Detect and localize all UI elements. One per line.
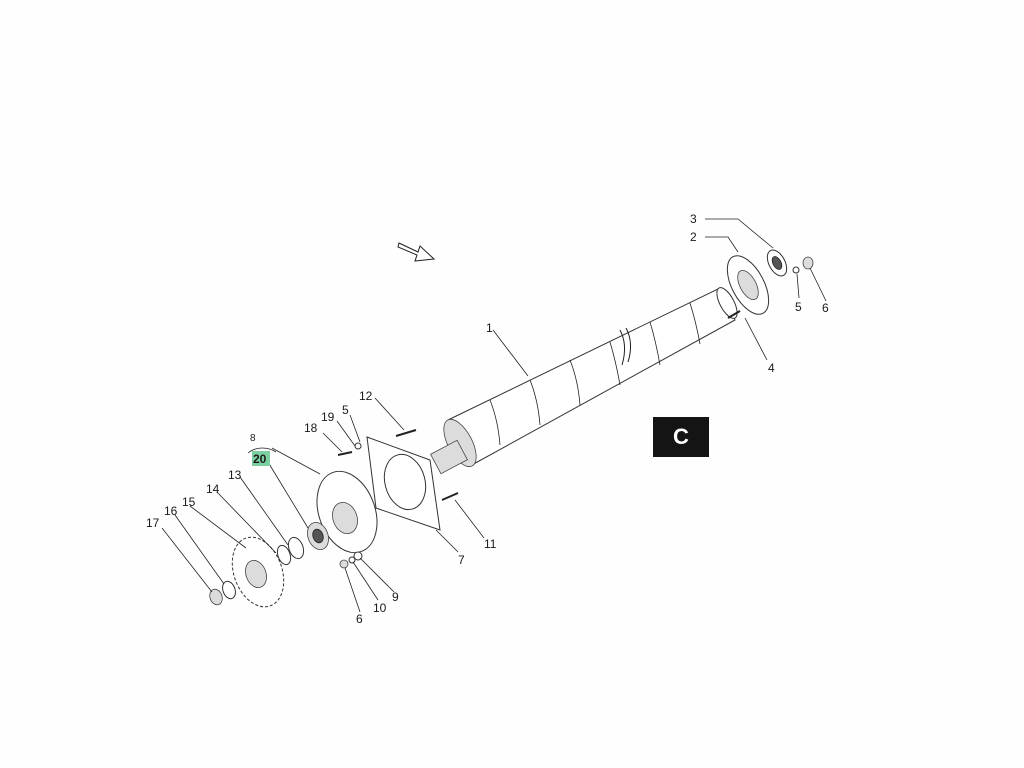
callout-4: 4: [768, 361, 775, 375]
callout-20: 20: [253, 452, 267, 466]
callout-9: 9: [392, 590, 399, 604]
callout-10: 10: [373, 601, 387, 615]
callout-8: 8: [250, 433, 256, 444]
callout-11: 11: [484, 537, 497, 551]
callout-18: 18: [304, 421, 318, 435]
callout-20-highlight: [252, 451, 270, 466]
roller-drum: [430, 287, 738, 475]
right-end-assembly: [726, 249, 814, 319]
callout-5-left: 5: [342, 403, 349, 417]
left-end-assembly: [209, 429, 459, 608]
leader-lines: [161, 218, 827, 613]
callout-17: 17: [146, 516, 160, 530]
callout-19: 19: [321, 410, 335, 424]
callout-5-right: 5: [795, 300, 802, 314]
callout-12: 12: [359, 389, 373, 403]
callout-15: 15: [182, 495, 196, 509]
callout-2: 2: [690, 230, 697, 244]
callout-16: 16: [164, 504, 178, 518]
callout-labels: 1 2 3 4 5 6 7 8 20 13 14 15 16 17 18 19 …: [146, 212, 829, 626]
callout-6-left: 6: [356, 612, 363, 626]
callout-6-right: 6: [822, 301, 829, 315]
callout-3: 3: [690, 212, 697, 226]
callout-13: 13: [228, 468, 242, 482]
callout-7: 7: [458, 553, 465, 567]
callout-14: 14: [206, 482, 220, 496]
direction-arrow-icon: [397, 242, 436, 262]
section-badge: C: [653, 417, 709, 457]
callout-1: 1: [486, 321, 493, 335]
